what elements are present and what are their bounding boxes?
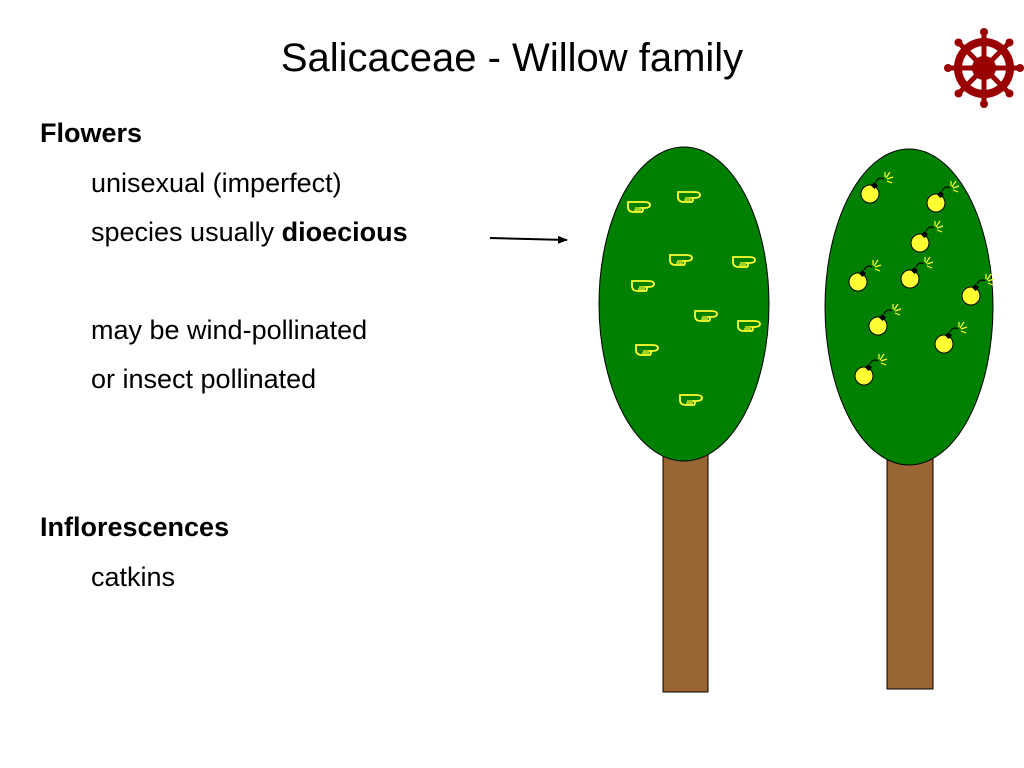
flowers-line-insect: or insect pollinated — [91, 364, 317, 394]
dioecious-arrow — [489, 235, 568, 244]
male-tree-trunk — [662, 439, 709, 693]
inflorescences-heading: Inflorescences — [40, 512, 230, 542]
male-tree-canopy — [598, 146, 770, 462]
flowers-line-dioecious: species usually dioecious — [91, 216, 408, 248]
flowers-line-wind: may be wind-pollinated — [91, 315, 368, 345]
female-tree-canopy — [824, 148, 994, 466]
female-tree — [824, 148, 995, 690]
dioecious-term: dioecious — [281, 217, 408, 247]
flowers-line-unisexual: unisexual (imperfect) — [91, 168, 342, 198]
dharma-wheel-icon — [944, 28, 1024, 108]
female-tree-trunk — [886, 439, 934, 690]
dioecious-prefix: species usually — [91, 217, 282, 247]
inflorescences-line-catkins: catkins — [91, 562, 176, 592]
flowers-heading: Flowers — [40, 118, 143, 148]
male-tree — [598, 146, 770, 693]
slide-title: Salicaceae - Willow family — [280, 36, 744, 80]
